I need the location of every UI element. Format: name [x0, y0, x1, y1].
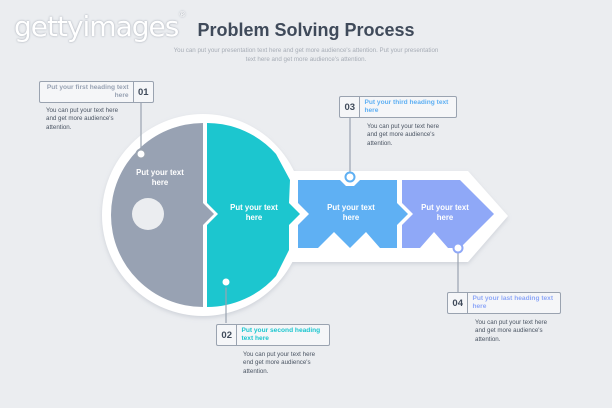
page-subtitle: You can put your presentation text here … — [173, 47, 439, 63]
connector-dot-3 — [344, 171, 356, 183]
key-piece-3 — [298, 180, 408, 248]
step-1-heading-box: Put your first heading text here 01 — [39, 81, 154, 103]
piece-label-4: Put your text here — [421, 203, 469, 222]
piece-label-2: Put your text here — [230, 203, 278, 222]
piece-label-3: Put your text here — [327, 203, 375, 222]
piece-label-1: Put your text here — [136, 168, 184, 187]
connector-dot-1 — [135, 148, 147, 160]
step-1-text: You can put your text here and get more … — [46, 107, 119, 131]
step-1-heading: Put your first heading text here — [46, 83, 129, 100]
step-3-heading: Put your third heading text here — [364, 98, 449, 115]
connector-dot-2 — [220, 276, 232, 288]
step-4-text: You can put your text here and get more … — [475, 319, 548, 343]
step-2-heading: Put your second heading text here — [241, 326, 321, 343]
step-2-text: You can put your text here end get more … — [243, 351, 316, 375]
key-piece-4 — [402, 180, 494, 248]
connector-dot-4 — [452, 242, 464, 254]
step-4-heading-box: 04 Put your last heading text here — [447, 292, 561, 314]
step-3-number: 03 — [340, 97, 361, 117]
page-title: Problem Solving Process — [197, 20, 415, 40]
step-2-number: 02 — [217, 325, 238, 345]
step-3-text: You can put your text here and get more … — [367, 123, 440, 147]
key-hole — [132, 198, 164, 230]
key-piece-2 — [207, 122, 300, 308]
step-3-heading-box: 03 Put your third heading text here — [339, 96, 457, 118]
step-4-heading: Put your last heading text here — [472, 294, 554, 311]
step-1-number: 01 — [132, 82, 153, 102]
step-2-heading-box: 02 Put your second heading text here — [216, 324, 330, 346]
watermark-logo: gettyimages® — [14, 10, 186, 43]
step-4-number: 04 — [448, 293, 469, 313]
